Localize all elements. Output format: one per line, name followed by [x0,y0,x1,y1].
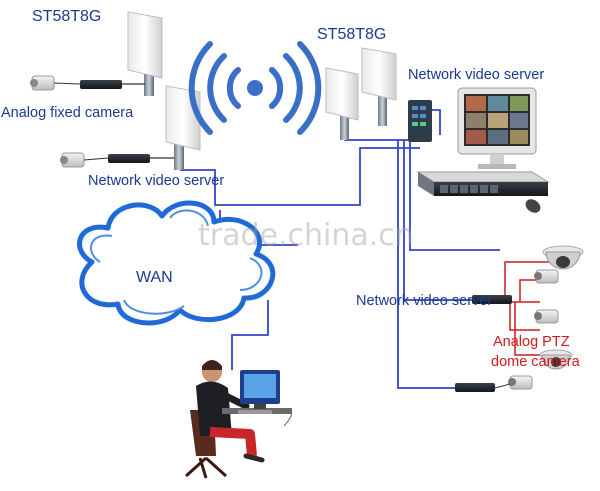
network-switch-icon [408,100,432,142]
antenna-label-left: ST58T8G [32,8,102,25]
link-wan-to-pc [231,300,269,370]
antenna-right-left [325,67,359,140]
remote-user-workstation [184,360,292,479]
link-switch-to-monitor [430,109,441,135]
dome-camera-icon [542,245,584,270]
antenna-left-top [127,11,163,96]
camera-left-bottom-icon [60,152,109,168]
link-switch-down-3 [409,140,500,251]
antenna-label-right: ST58T8G [317,26,387,43]
link-switch-down-2 [403,140,472,301]
ptz-camera-label-line2: dome camera [491,354,580,370]
monitor-icon [457,87,537,169]
link-left-nvs-to-switch [180,147,420,206]
ptz-camera-label-line1: Analog PTZ [493,334,570,350]
video-server-label-mid-right: Network video server [356,293,493,309]
red-camera-cables [500,261,560,356]
rack-server-icon [416,171,550,196]
analog-fixed-camera-icon [30,75,81,91]
camera-right-2-icon [534,309,559,324]
video-server-box-left-top [80,80,122,89]
wan-cloud [77,200,276,326]
video-server-label-top-right: Network video server [408,67,545,83]
mouse-icon [525,199,541,213]
video-server-label-left: Network video server [88,173,225,189]
link-top-right-ant [344,120,410,141]
analog-fixed-camera-label: Analog fixed camera [1,105,134,121]
video-server-box-left-bottom [108,154,150,163]
wireless-signal-icon [188,41,322,135]
video-server-box-mid-right [472,295,512,304]
camera-right-1-icon [534,269,559,284]
antenna-right-right [361,47,397,126]
video-server-box-bottom-right [455,383,495,392]
link-switch-down-1 [397,140,455,389]
wan-label: WAN [136,269,173,286]
ptz-dome-camera-icon [539,349,573,370]
camera-bottom-right-icon [494,375,533,390]
watermark: trade.china.cn [198,218,414,253]
